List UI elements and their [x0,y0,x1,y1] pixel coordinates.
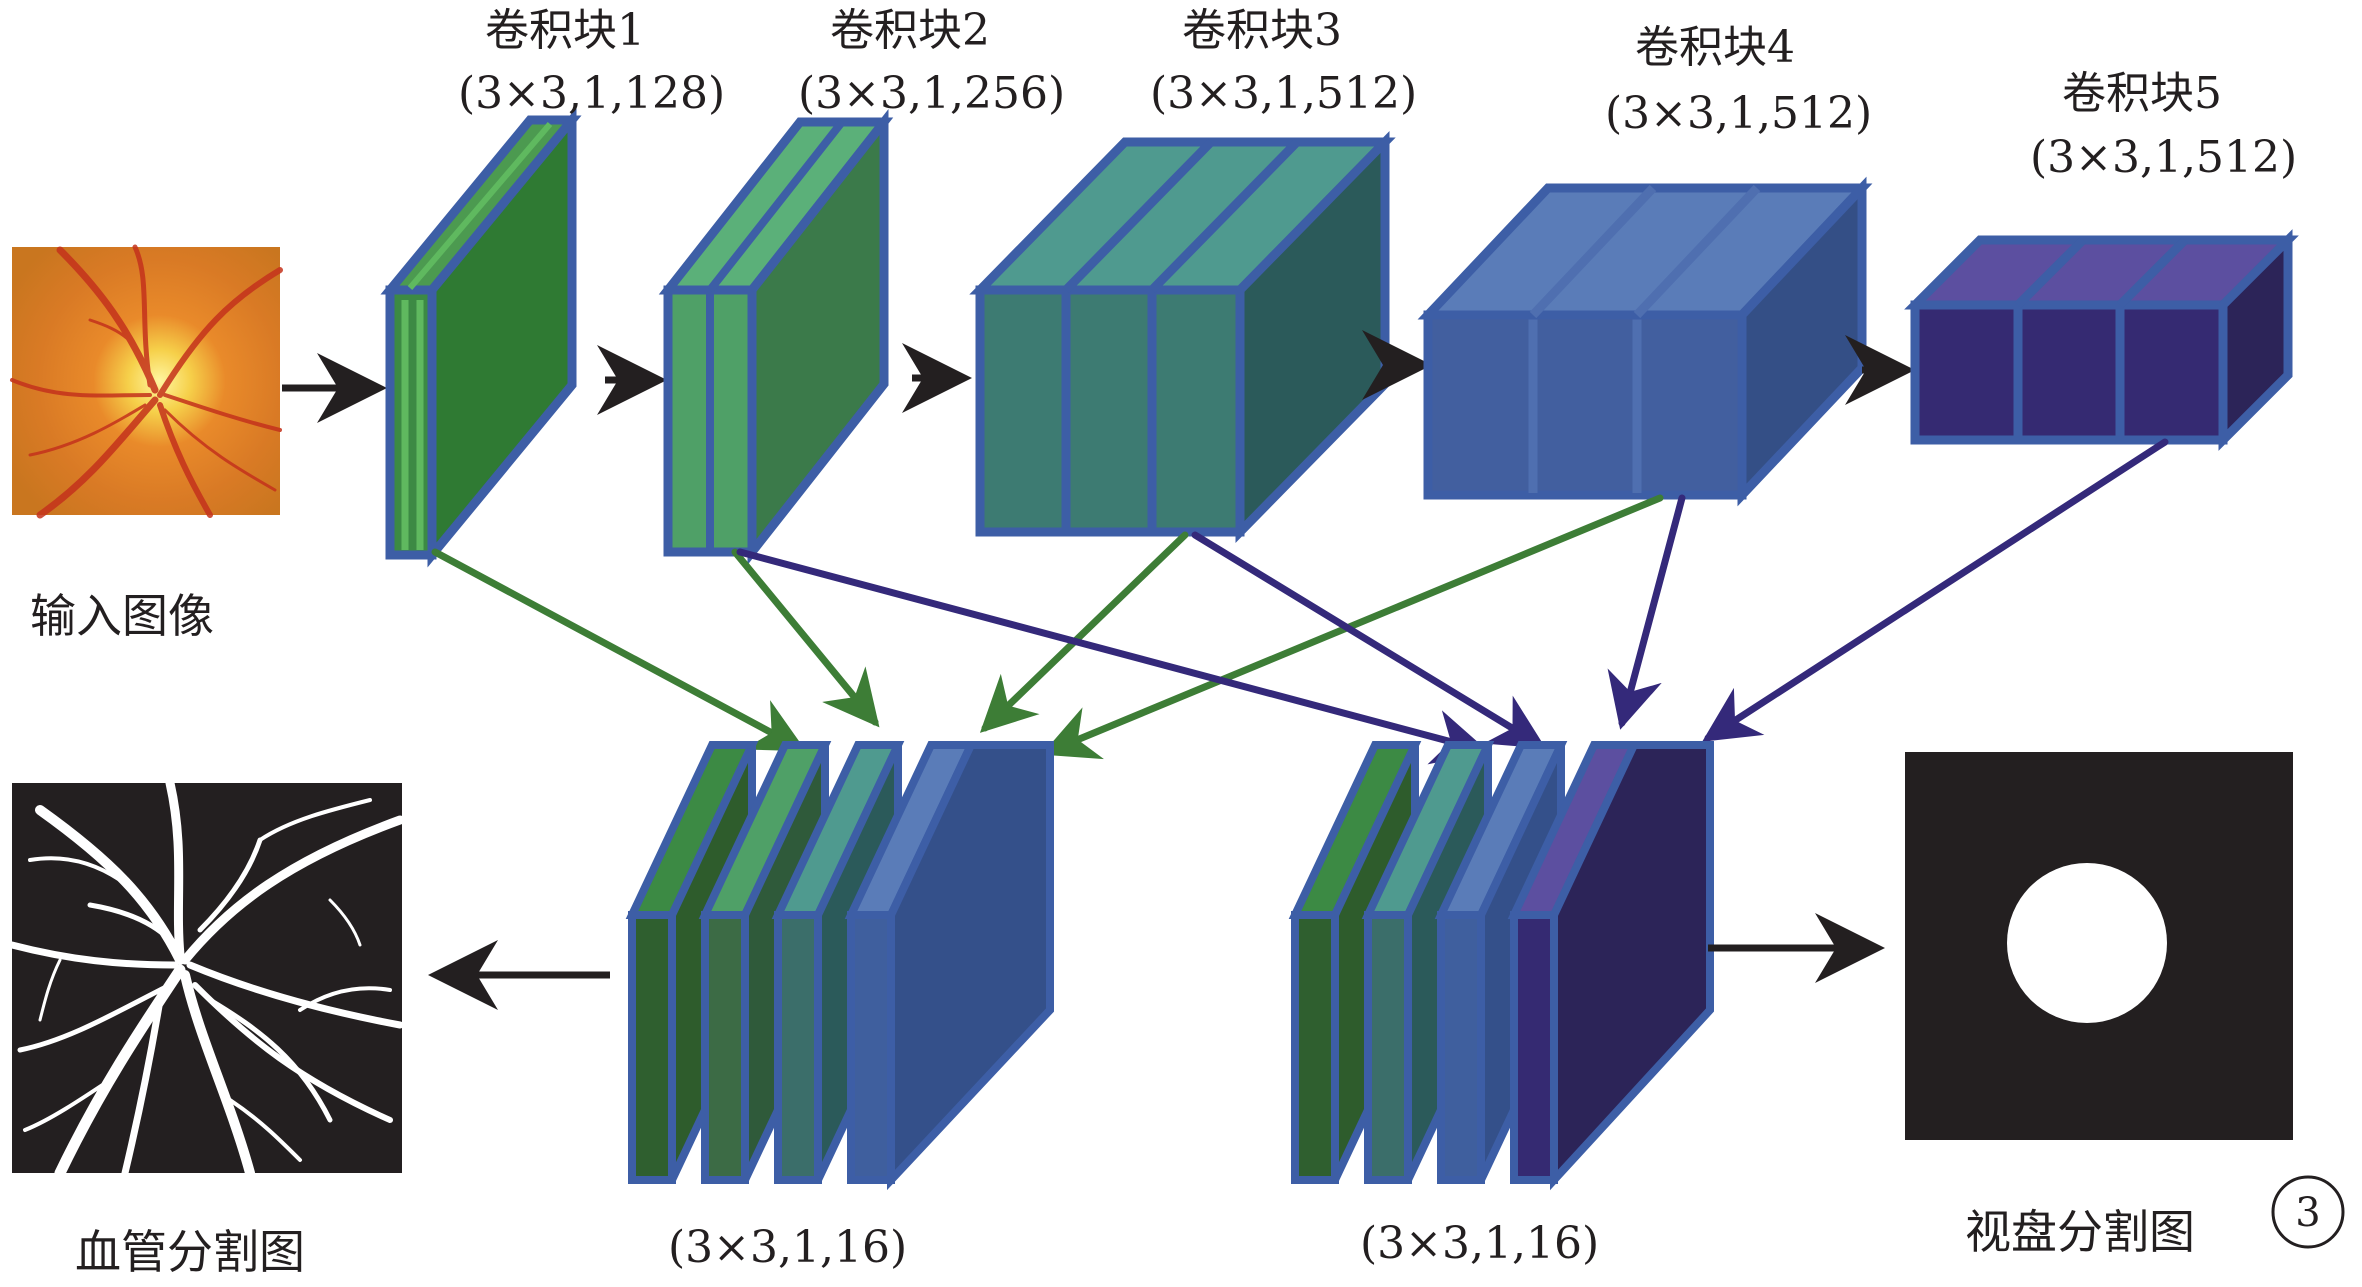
vessel-label: 血管分割图 [75,1225,305,1279]
decoder-stack-1 [625,741,1054,1191]
block-3-title: 卷积块3 [1182,5,1342,56]
decoder-stack-2 [1288,741,1714,1191]
conv-block-4 [1417,176,1873,507]
block-2-param: (3×3,1,256) [798,68,1065,119]
optic-disc-segmentation-image [1905,752,2293,1140]
block-4-param: (3×3,1,512) [1605,88,1872,139]
figure-number-badge: 3 [2271,1175,2345,1249]
block-5-param: (3×3,1,512) [2030,132,2297,183]
input-label: 输入图像 [30,589,214,643]
vessel-segmentation-image [8,778,405,1179]
badge-number: 3 [2295,1190,2320,1236]
conv-block-5 [1904,229,2299,451]
block-1-title: 卷积块1 [485,5,645,56]
block-4-title: 卷积块4 [1635,22,1795,73]
disc-label: 视盘分割图 [1965,1205,2195,1259]
block-1-param: (3×3,1,128) [458,68,725,119]
skip-arrows [431,438,2169,765]
conv-block-2 [658,108,894,566]
block-5-title: 卷积块5 [2062,68,2222,119]
block-3-param: (3×3,1,512) [1150,68,1417,119]
conv-block-3 [969,130,1396,544]
decoder-2-param: (3×3,1,16) [1360,1218,1599,1269]
conv-block-1 [380,107,582,568]
block-2-title: 卷积块2 [830,5,990,56]
input-fundus-image [10,244,283,519]
decoder-1-param: (3×3,1,16) [668,1222,907,1273]
